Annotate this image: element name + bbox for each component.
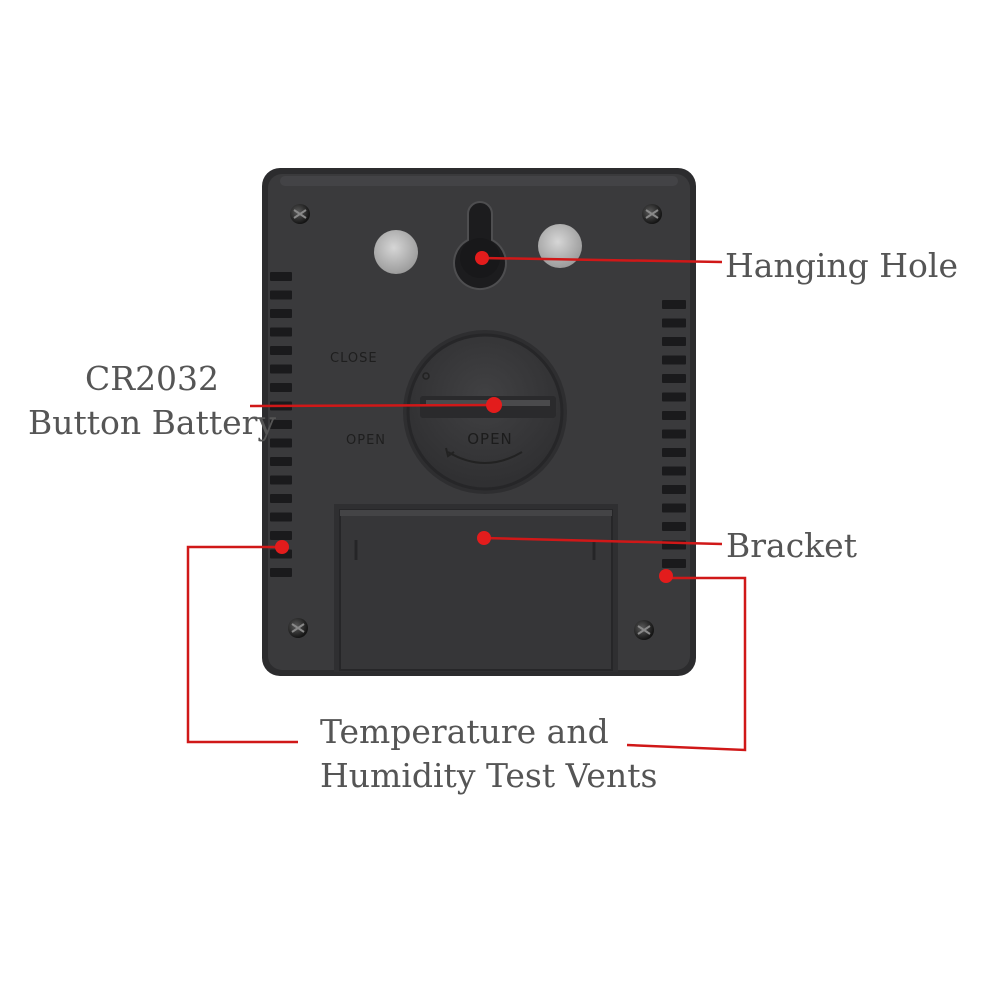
right-vents <box>662 300 686 568</box>
cover-open-text: OPEN <box>467 430 513 448</box>
vent-slot <box>270 420 292 429</box>
vent-slot <box>270 457 292 466</box>
vent-slot <box>662 485 686 494</box>
right-vent-leader <box>626 576 747 752</box>
bracket-label: Bracket <box>726 526 857 565</box>
battery-label-line1: CR2032 <box>84 359 220 398</box>
vent-slot <box>270 327 292 337</box>
vent-slot <box>662 522 686 531</box>
vents-label: Temperature and Humidity Test Vents <box>320 710 657 798</box>
bracket[interactable] <box>334 504 618 672</box>
vent-slot <box>270 494 292 503</box>
screw-icon <box>288 618 308 638</box>
vent-slot <box>270 475 292 485</box>
bracket-leader <box>483 536 723 546</box>
battery-dot <box>486 397 502 413</box>
left-vents <box>270 272 292 577</box>
left-vent-leader <box>186 545 298 744</box>
hanging-hole-label: Hanging Hole <box>725 246 958 285</box>
vent-slot <box>662 300 686 309</box>
vent-slot <box>270 568 292 577</box>
vents-label-line2: Humidity Test Vents <box>320 756 658 795</box>
callout-dots <box>275 251 673 583</box>
vent-slot <box>270 512 292 522</box>
hanging-hole-leader <box>481 256 723 264</box>
right-vent-dot <box>659 569 673 583</box>
vent-slot <box>662 429 686 439</box>
magnet-icon <box>374 230 418 274</box>
vent-slot <box>662 355 686 365</box>
battery-cover[interactable]: OPEN <box>403 330 567 494</box>
vent-slot <box>662 411 686 420</box>
hanging-hole-dot <box>475 251 489 265</box>
vent-slot <box>662 318 686 328</box>
left-vent-dot <box>275 540 289 554</box>
vent-slot <box>662 392 686 402</box>
close-text: CLOSE <box>330 351 378 366</box>
vent-slot <box>270 383 292 392</box>
vent-slot <box>662 466 686 476</box>
vent-slot <box>662 448 686 457</box>
vent-slot <box>270 531 292 540</box>
vent-slot <box>662 503 686 513</box>
vent-slot <box>662 337 686 346</box>
battery-label-line2: Button Battery <box>28 403 277 442</box>
vent-slot <box>270 272 292 281</box>
screw-icon <box>634 620 654 640</box>
vent-slot <box>270 309 292 318</box>
battery-label: CR2032 Button Battery <box>28 357 276 445</box>
vent-slot <box>662 374 686 383</box>
vent-slot <box>270 364 292 374</box>
open-text: OPEN <box>346 433 386 448</box>
vent-slot <box>270 346 292 355</box>
vent-slot <box>662 559 686 568</box>
screw-icon <box>642 204 662 224</box>
screw-icon <box>290 204 310 224</box>
bracket-dot <box>477 531 491 545</box>
callout-lines <box>186 256 747 752</box>
vent-slot <box>270 438 292 448</box>
vent-slot <box>270 290 292 300</box>
magnet-icon <box>538 224 582 268</box>
vents-label-line1: Temperature and <box>320 712 609 751</box>
battery-leader <box>249 403 495 408</box>
